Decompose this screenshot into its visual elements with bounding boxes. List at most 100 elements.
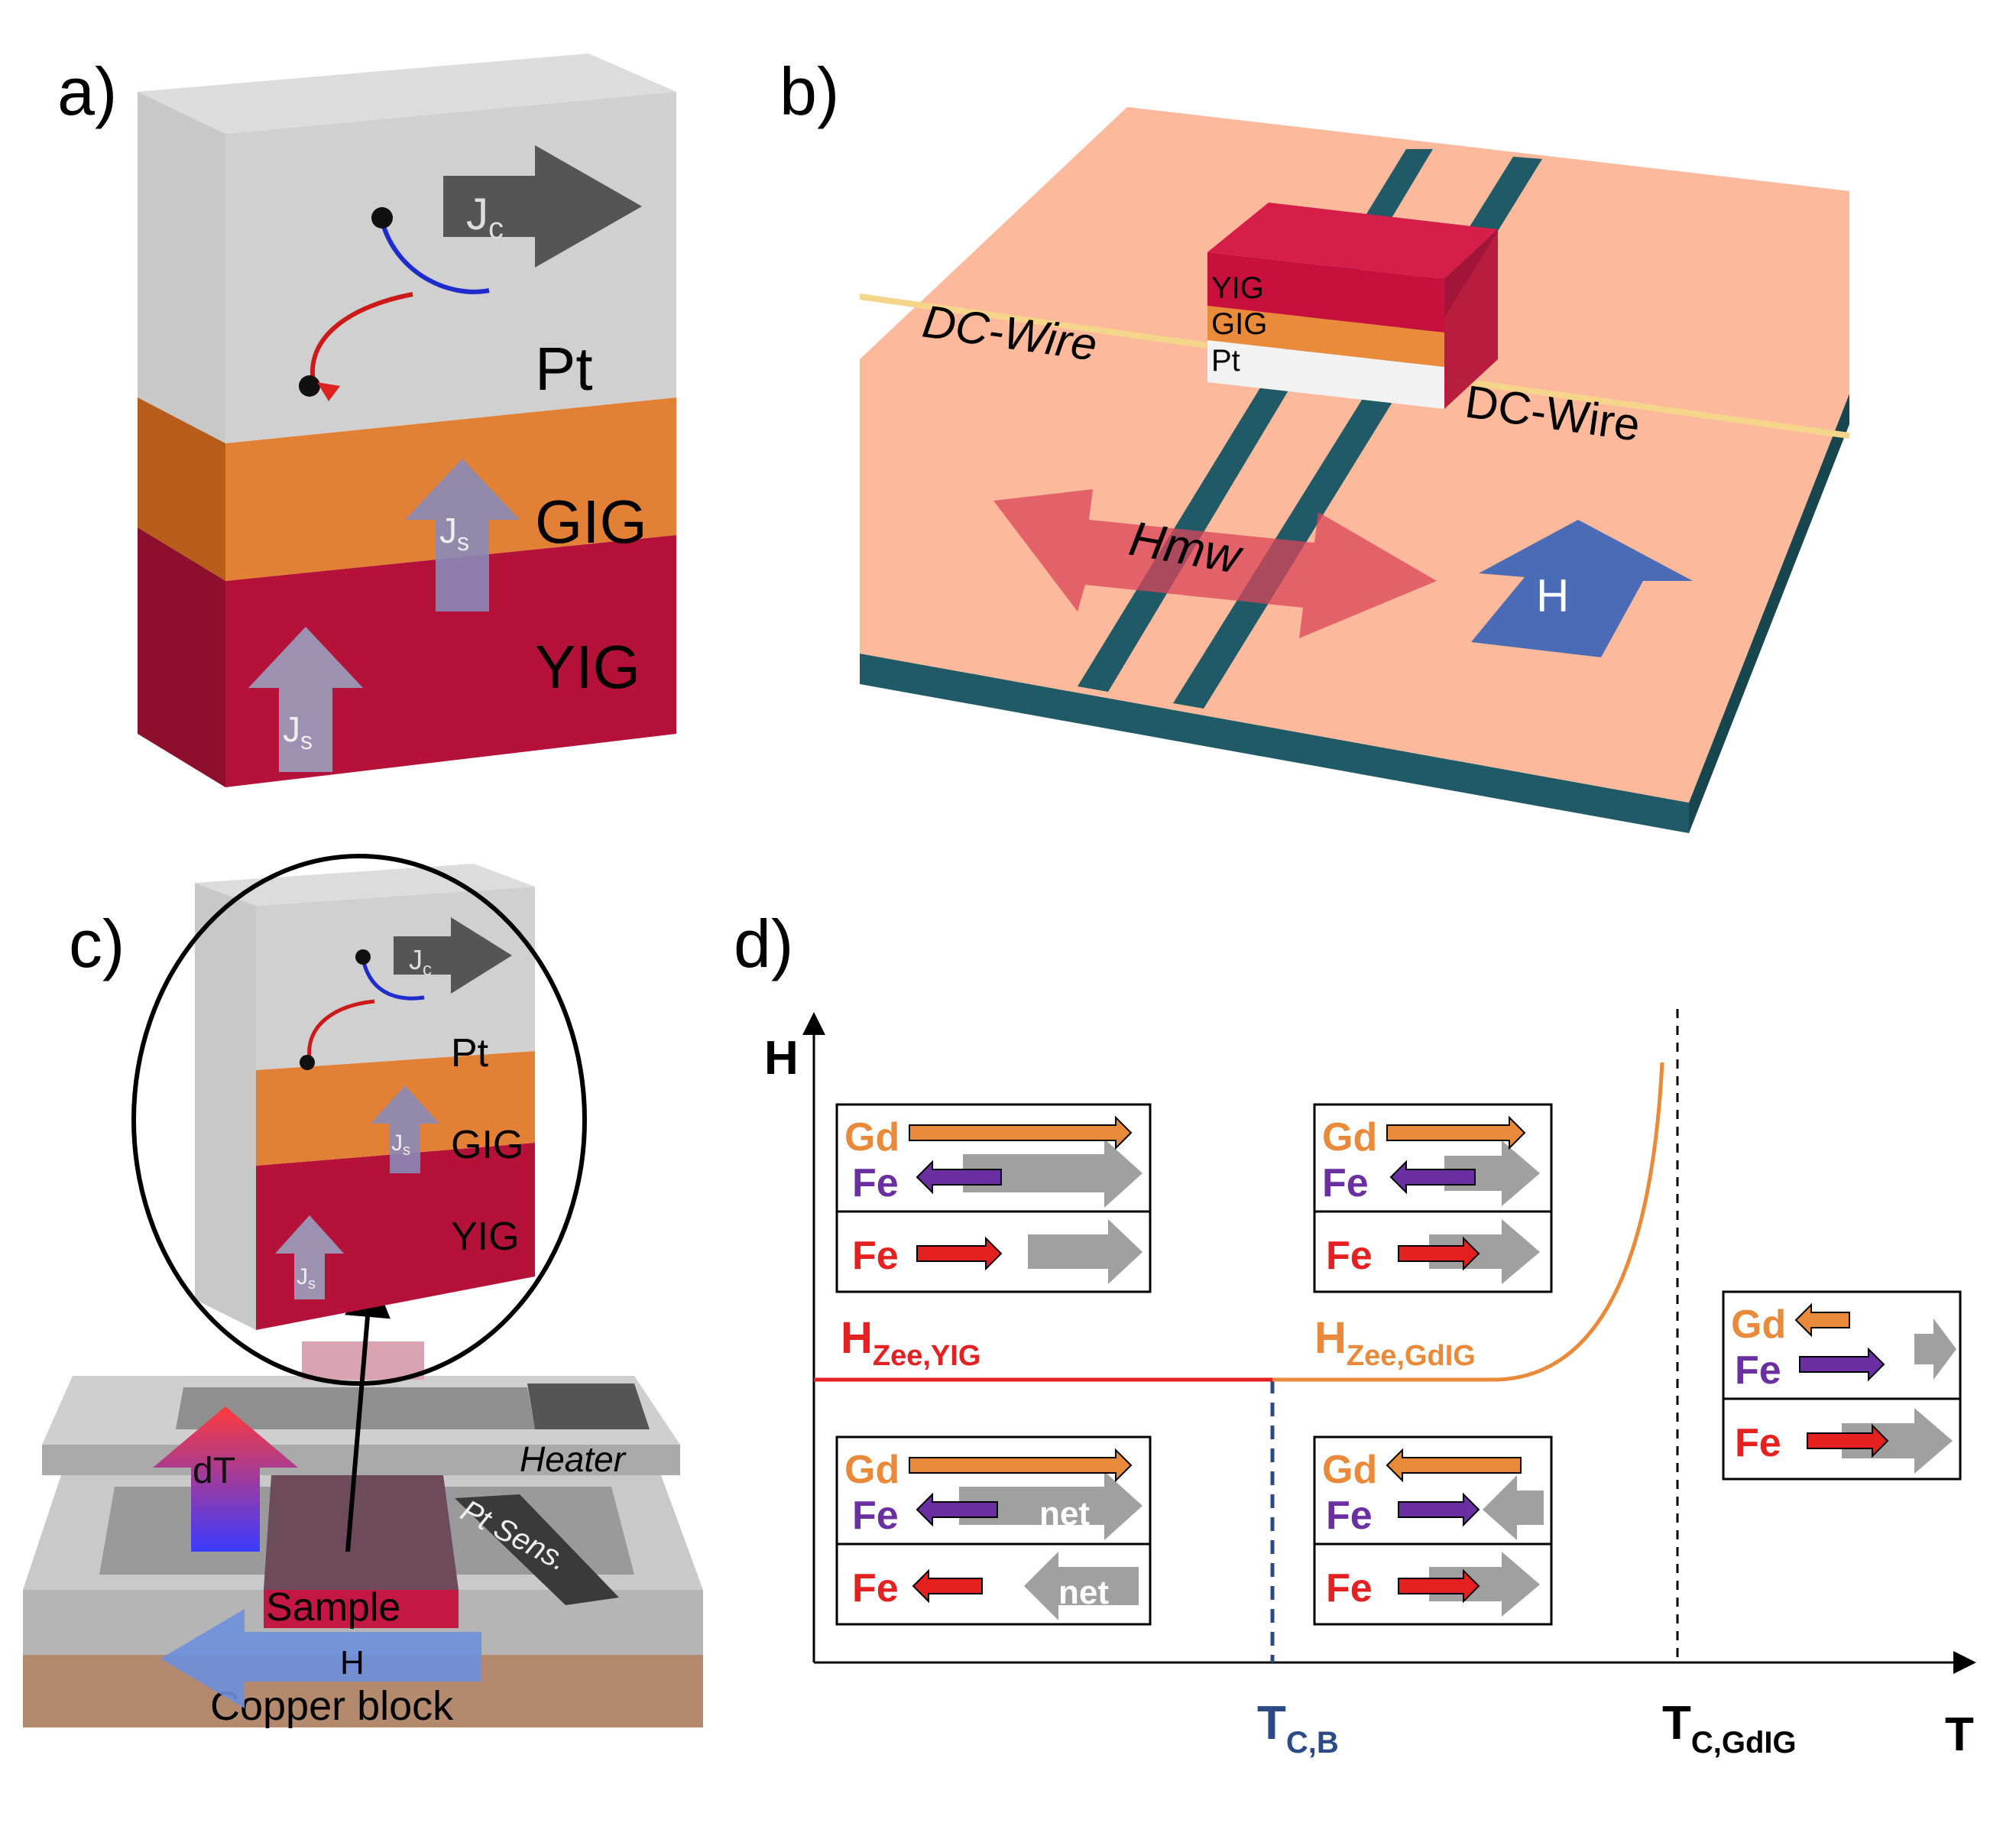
inset-jc-label: Jc [409, 944, 432, 980]
jc-label: Jc [466, 190, 504, 245]
net-arrow [1842, 1408, 1953, 1474]
panel-d: d) H T TC,B TC,GdIG HZee,YIG HZee,GdIG G… [734, 906, 1976, 1761]
fe-red-arrow [1398, 1236, 1480, 1271]
moment-box-right: Gd Fe Fe [1722, 1290, 1962, 1481]
gd-arrow [1386, 1448, 1522, 1483]
fe-purple-arrow [916, 1160, 1002, 1195]
js-label-upper: Js [439, 511, 469, 556]
fe-red-label: Fe [1326, 1566, 1373, 1611]
hmw-arrow [993, 489, 1437, 638]
hzee-gdig-label: HZee,GdIG [1314, 1313, 1476, 1372]
yig-layer-front [225, 535, 676, 787]
dt-label: dT [193, 1451, 235, 1491]
inset-gig-label: GIG [451, 1123, 523, 1167]
fe-purple-label: Fe [1322, 1161, 1369, 1205]
gd-arrow [1794, 1302, 1850, 1338]
inset-top [195, 864, 535, 906]
pt-sensor [455, 1494, 619, 1605]
yig-layer-side [138, 527, 225, 787]
moment-box-lower-left: net Gd Fe net Fe [835, 1435, 1152, 1626]
panel-c: c) Copper block Heater dT Sample Pt Sens… [23, 854, 703, 1729]
yig-label-a: YIG [535, 633, 640, 701]
gd-arrow [909, 1448, 1133, 1483]
h-label-b: H [1536, 570, 1569, 621]
fe-purple-label: Fe [1735, 1348, 1781, 1393]
stack-top [1207, 203, 1498, 279]
inset-js-upper-label: Js [391, 1130, 410, 1159]
fe-red-arrow [1398, 1568, 1480, 1604]
jc-arrow [443, 145, 642, 268]
tcb-label: TC,B [1257, 1697, 1339, 1760]
js-arrow-lower [248, 627, 363, 772]
copper-label: Copper block [210, 1683, 454, 1729]
fe-purple-label: Fe [1326, 1494, 1373, 1538]
stack-yig-label: YIG [1211, 271, 1264, 305]
gig-label-a: GIG [535, 488, 647, 556]
net-arrow [963, 1139, 1143, 1208]
y-axis-label: H [764, 1032, 799, 1085]
gd-arrow [909, 1115, 1133, 1150]
net-arrow [959, 1471, 1143, 1540]
substrate-right-edge [1689, 394, 1849, 833]
fe-purple-label: Fe [852, 1494, 899, 1538]
box-a-top [138, 54, 676, 134]
heater-pad [527, 1383, 650, 1429]
panel-d-label: d) [734, 906, 793, 981]
panel-c-label: c) [69, 906, 125, 981]
h-arrow-c [160, 1609, 481, 1708]
net-label: net [1039, 1495, 1090, 1533]
sample-block-front [264, 1590, 459, 1628]
net-arrow [1444, 1140, 1540, 1206]
inset-spin-red [307, 999, 375, 1059]
spin-red-marker [317, 382, 340, 401]
gd-label: Gd [844, 1448, 899, 1492]
fe-red-arrow [1807, 1423, 1889, 1458]
zoom-pointer [345, 1271, 391, 1552]
gd-arrow [1386, 1115, 1526, 1150]
gd-label: Gd [1322, 1448, 1377, 1492]
inset-js-lower-label: Js [297, 1264, 316, 1293]
pt-label-a: Pt [535, 335, 593, 403]
panel-b-label: b) [779, 54, 839, 129]
fe-red-arrow [912, 1568, 983, 1604]
spin-curve-red [310, 292, 413, 383]
heater-meander [176, 1387, 535, 1429]
panel-a: a) Jc Pt GIG YIG Js Js [57, 54, 676, 787]
net-arrow [1429, 1219, 1540, 1284]
fe-purple-arrow [1799, 1347, 1885, 1382]
substrate-edge [860, 654, 1689, 833]
fe-red-arrow [916, 1236, 1003, 1271]
sample-label: Sample [266, 1585, 400, 1630]
net-arrow [1028, 1219, 1143, 1284]
stack-gig [1207, 306, 1444, 367]
fe-purple-arrow [1389, 1160, 1476, 1195]
net-arrow [1024, 1552, 1139, 1620]
x-axis-label: T [1945, 1708, 1974, 1761]
net-arrow [1483, 1475, 1544, 1540]
stack-pt [1207, 340, 1444, 409]
pt-layer-front [225, 92, 676, 443]
inset-jc-arrow [394, 917, 512, 994]
moment-box-lower-middle: Gd Fe Fe [1313, 1435, 1553, 1626]
net-label: net [1058, 1574, 1109, 1611]
h-label-c: H [340, 1644, 365, 1682]
moment-box-upper-left: Gd Fe Fe [835, 1103, 1152, 1293]
inset-pt [256, 887, 535, 1070]
panel-b: b) YIG GIG Pt DC-Wire DC-Wire Hmw H [779, 54, 1850, 833]
stack-pt-label: Pt [1211, 344, 1240, 378]
inset-circle [131, 854, 587, 1386]
inset-yig [256, 1143, 535, 1330]
panel-a-label: a) [57, 54, 117, 129]
hzee-yig-label: HZee,YIG [841, 1313, 980, 1372]
inset-pt-label: Pt [451, 1031, 489, 1075]
heater-label: Heater [520, 1439, 627, 1479]
dt-arrow [153, 1406, 298, 1552]
tcgdig-label: TC,GdIG [1662, 1697, 1797, 1760]
spin-curve-blue [380, 221, 490, 294]
inset-spin-blue [361, 959, 425, 1001]
moment-box-upper-middle: Gd Fe Fe [1313, 1103, 1553, 1293]
fe-purple-arrow [1398, 1492, 1480, 1527]
fe-purple-arrow [916, 1492, 998, 1527]
js-label-lower: Js [283, 709, 313, 754]
